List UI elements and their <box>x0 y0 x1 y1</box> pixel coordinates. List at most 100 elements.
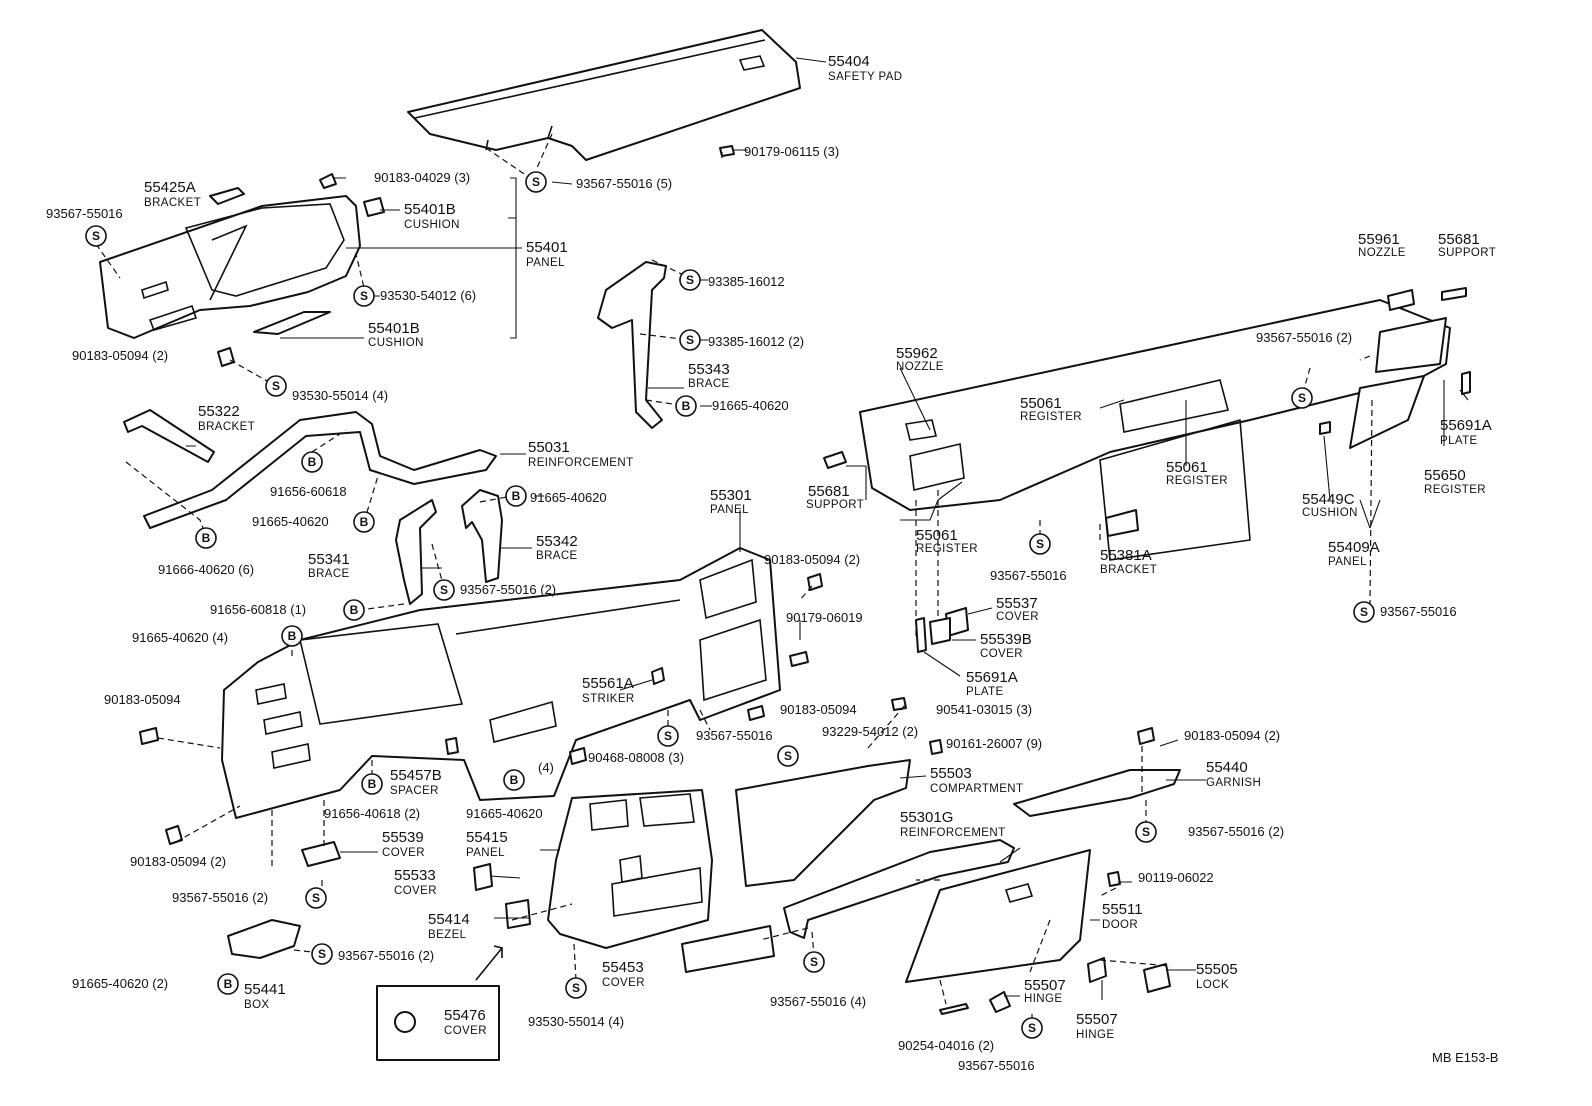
part-number: 90119-06022 <box>1138 870 1214 885</box>
svg-text:S: S <box>1298 391 1306 405</box>
part-name: SAFETY PAD <box>828 71 903 83</box>
clip-90183-05094-l <box>139 727 159 745</box>
safety-pad-drawing <box>407 29 801 161</box>
part-number: 93567-55016 <box>990 568 1067 583</box>
register-55650 <box>1375 317 1447 373</box>
cover-55533 <box>473 863 493 891</box>
svg-text:S: S <box>318 947 326 961</box>
leader-line <box>648 279 712 407</box>
svg-text:B: B <box>360 515 369 529</box>
leader-line <box>340 849 560 919</box>
part-number: 93567-55016 <box>46 206 123 221</box>
cushion-55401b-b <box>253 311 331 335</box>
svg-text:B: B <box>224 977 233 991</box>
s-symbol: S <box>679 329 701 351</box>
part-number: 55414 <box>428 911 470 928</box>
s-symbol: S <box>353 285 375 307</box>
leader-line <box>280 177 522 339</box>
part-name: REINFORCEMENT <box>900 827 1006 839</box>
part-number: 55511 <box>1102 901 1143 918</box>
panel-55409a <box>1349 375 1425 449</box>
brace-55342 <box>461 489 503 583</box>
b-symbol: B <box>505 485 527 507</box>
part-number: 55453 <box>602 959 644 976</box>
part-number: 55061 <box>1020 395 1062 412</box>
svg-text:B: B <box>510 773 519 787</box>
part-name: PANEL <box>526 257 565 269</box>
part-number: 91665-40620 <box>252 514 329 529</box>
part-number: 93567-55016 (2) <box>338 948 434 963</box>
s-symbol: S <box>311 943 333 965</box>
svg-text:S: S <box>686 273 694 287</box>
clip-90183-05094-c <box>747 705 765 721</box>
part-name: SUPPORT <box>806 499 864 511</box>
svg-text:S: S <box>664 729 672 743</box>
labels: 55404 SAFETY PAD 90179-06115 (3) 93567-5… <box>46 53 1496 1073</box>
part-name: PLATE <box>966 686 1004 698</box>
part-number: 55507 <box>1024 977 1066 994</box>
s-symbol: S <box>305 887 327 909</box>
svg-text:S: S <box>92 229 100 243</box>
part-number: 91665-40620 <box>466 806 543 821</box>
part-number: 55343 <box>688 361 730 378</box>
part-number: 55322 <box>198 403 240 420</box>
hinge-55507b <box>1087 957 1107 983</box>
svg-text:S: S <box>532 175 540 189</box>
b-symbol: B <box>217 973 239 995</box>
part-number: 55031 <box>528 439 570 456</box>
svg-text:B: B <box>368 777 377 791</box>
cover-55476 <box>394 1011 416 1033</box>
part-number: 55381A <box>1100 547 1152 564</box>
part-number: 90183-05094 (2) <box>130 854 226 869</box>
svg-text:S: S <box>572 981 580 995</box>
nozzle-55961 <box>1387 289 1415 311</box>
part-number: 55533 <box>394 867 436 884</box>
part-number: 90183-05094 (2) <box>72 348 168 363</box>
support-55681a <box>823 451 847 469</box>
bracket-55322 <box>123 409 215 463</box>
part-number: 55962 <box>896 345 938 362</box>
part-number: 55650 <box>1424 467 1466 484</box>
part-number: 91665-40620 <box>530 490 607 505</box>
part-name: BOX <box>244 999 270 1011</box>
s-symbol: S <box>565 977 587 999</box>
svg-text:B: B <box>512 489 521 503</box>
svg-text:S: S <box>272 379 280 393</box>
part-name: REGISTER <box>1424 484 1486 496</box>
part-number: 55681 <box>1438 231 1480 248</box>
s-symbol: S <box>433 579 455 601</box>
part-number: 93229-54012 (2) <box>822 724 918 739</box>
s-symbol: S <box>803 951 825 973</box>
box-55441 <box>227 919 301 959</box>
part-name: REGISTER <box>1020 411 1082 423</box>
part-number: 55061 <box>916 527 958 544</box>
bracket-55381a <box>1105 509 1139 537</box>
part-name: COVER <box>996 611 1039 623</box>
part-name: PANEL <box>1328 556 1367 568</box>
svg-text:B: B <box>682 399 691 413</box>
part-name: BRACE <box>536 550 578 562</box>
part-number: 90179-06019 <box>786 610 863 625</box>
cover-55539b <box>929 617 951 645</box>
clip-90183-05094-a <box>217 347 235 367</box>
part-number: 91666-40620 (6) <box>158 562 254 577</box>
s-symbol: S <box>525 171 547 193</box>
leader-line <box>551 57 827 185</box>
brace-55341 <box>395 499 437 605</box>
dashed-line <box>359 495 513 611</box>
part-name: COMPARTMENT <box>930 783 1023 795</box>
part-name: CUSHION <box>368 337 424 349</box>
svg-text:S: S <box>1360 605 1368 619</box>
leader-line <box>846 465 963 521</box>
part-name: BRACKET <box>144 197 201 209</box>
part-number: 90161-26007 (9) <box>946 736 1042 751</box>
leader-line <box>1118 739 1206 883</box>
dashed-line <box>511 709 711 981</box>
part-name: COVER <box>444 1025 487 1037</box>
svg-text:S: S <box>1036 537 1044 551</box>
part-number: 93385-16012 (2) <box>708 334 804 349</box>
door-55511 <box>905 849 1091 983</box>
cushion-55401b-a <box>363 197 385 217</box>
part-name: BEZEL <box>428 929 467 941</box>
